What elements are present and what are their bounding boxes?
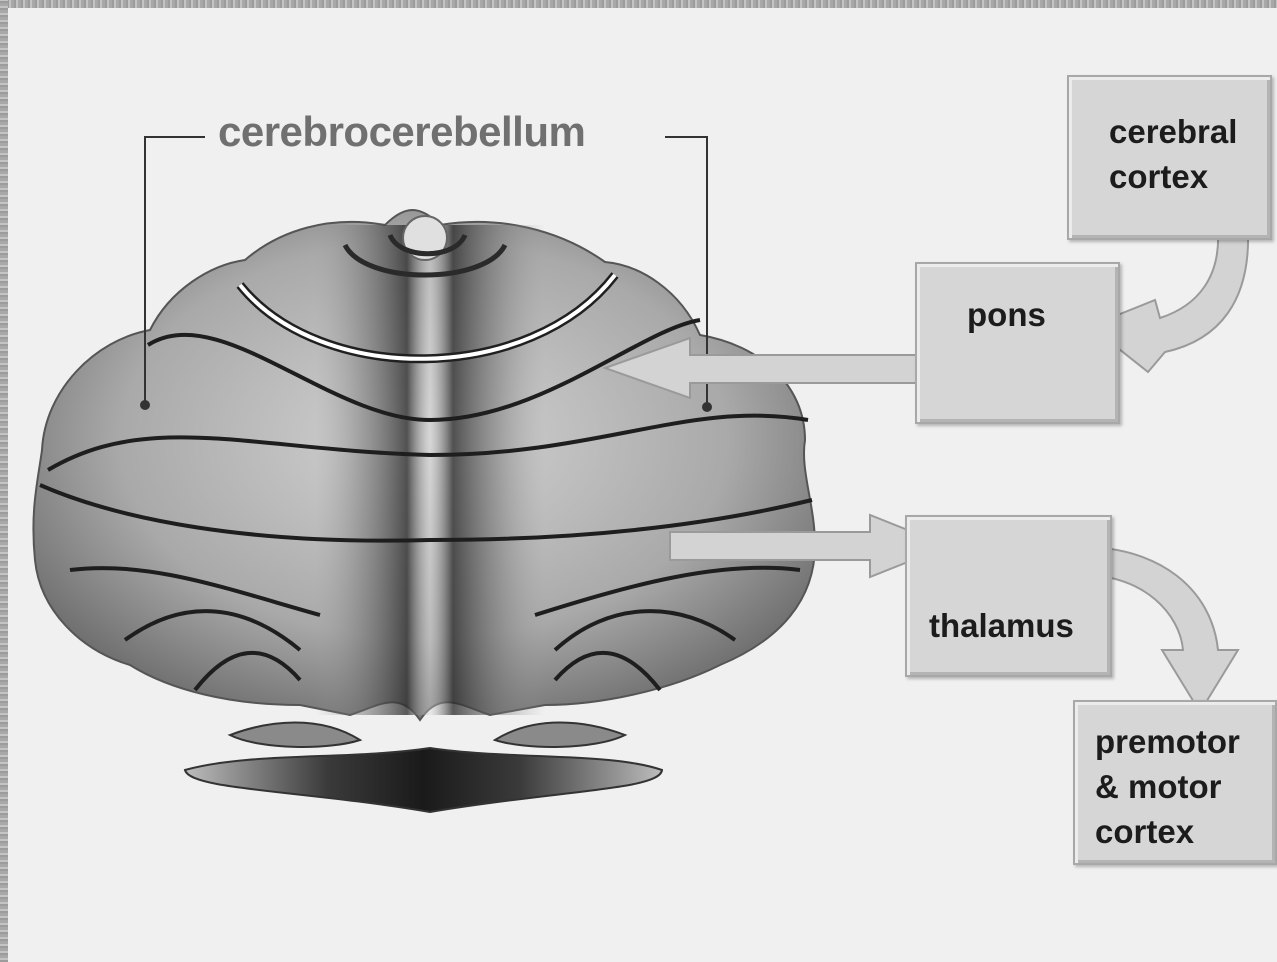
cerebral-cortex-box: cerebral cortex bbox=[1067, 75, 1272, 240]
base-bar bbox=[185, 748, 662, 812]
premotor-motor-cortex-label: premotor & motor cortex bbox=[1095, 719, 1240, 854]
thalamus-box: thalamus bbox=[905, 515, 1112, 677]
bracket-dot-right bbox=[702, 402, 712, 412]
pons-label: pons bbox=[967, 292, 1046, 337]
tonsil-right bbox=[495, 723, 625, 747]
premotor-motor-cortex-box: premotor & motor cortex bbox=[1073, 700, 1277, 865]
cerebral-cortex-label: cerebral cortex bbox=[1109, 109, 1237, 199]
tonsil-left bbox=[230, 723, 360, 747]
cerebellum-illustration bbox=[33, 210, 815, 812]
bracket-dot-left bbox=[140, 400, 150, 410]
thalamus-label: thalamus bbox=[929, 603, 1074, 648]
pons-box: pons bbox=[915, 262, 1120, 424]
cerebrocerebellum-label: cerebrocerebellum bbox=[218, 108, 585, 156]
vermis-band bbox=[315, 225, 545, 715]
